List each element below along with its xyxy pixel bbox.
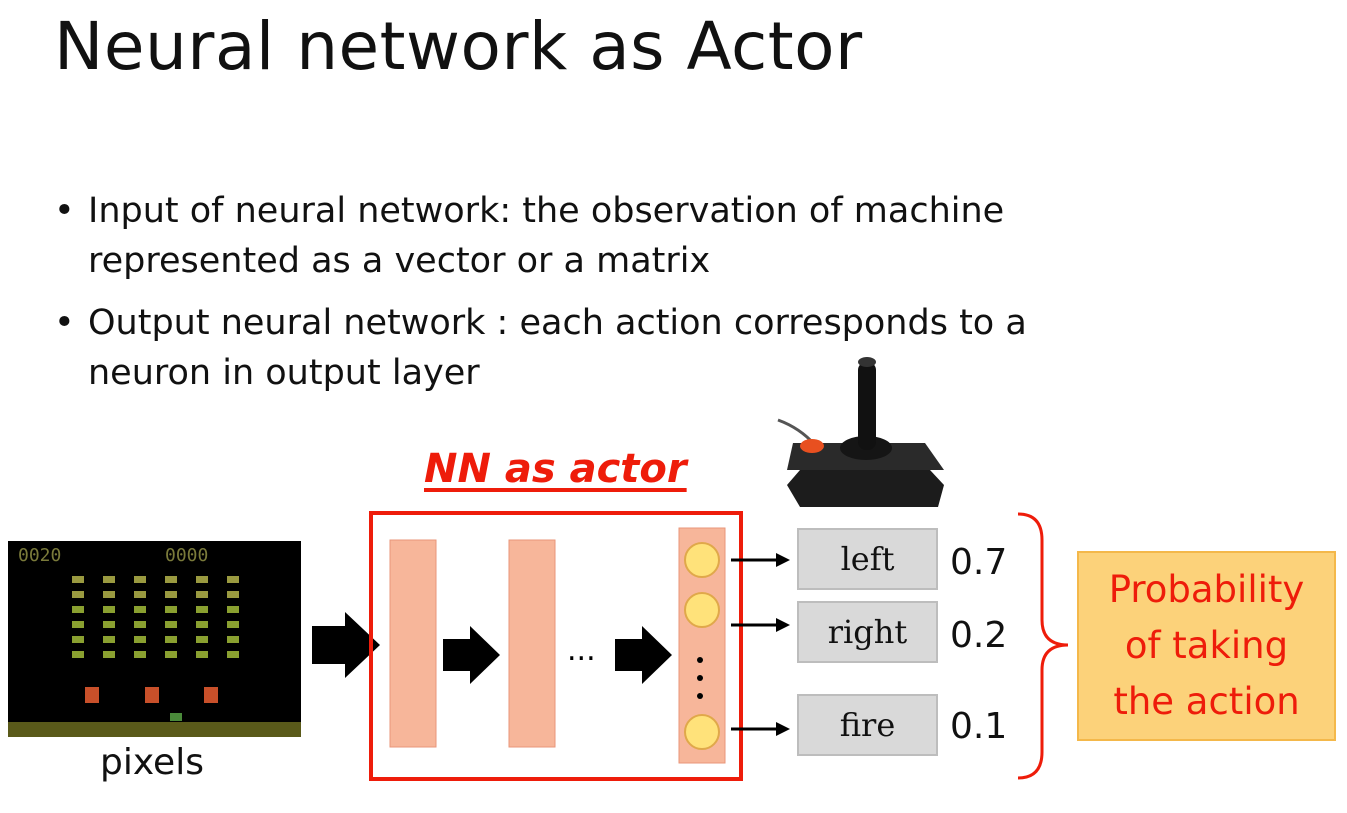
output-neuron-left xyxy=(684,542,720,578)
invader-icon xyxy=(227,651,239,658)
pixels-label: pixels xyxy=(100,742,204,783)
player-cannon-icon xyxy=(170,713,182,721)
invader-icon xyxy=(134,576,146,583)
output-neuron-right xyxy=(684,592,720,628)
red-brace xyxy=(1017,512,1069,780)
invader-icon xyxy=(72,621,84,628)
game-score-right: 0000 xyxy=(165,545,208,566)
probability-right: 0.2 xyxy=(950,615,1008,656)
invader-icon xyxy=(196,591,208,598)
invader-icon xyxy=(134,621,146,628)
layer-arrow-icon xyxy=(615,626,672,684)
layers-ellipsis: ... xyxy=(567,633,596,668)
slide-title: Neural network as Actor xyxy=(54,8,863,85)
probability-note-line1: Probability xyxy=(1108,568,1305,611)
probability-left: 0.7 xyxy=(950,542,1008,583)
output-neuron-fire xyxy=(684,714,720,750)
invader-icon xyxy=(72,606,84,613)
invader-icon xyxy=(103,576,115,583)
invader-icon xyxy=(134,591,146,598)
bullet-input-line2: represented as a vector or a matrix xyxy=(88,241,711,281)
vertical-dot xyxy=(697,657,703,663)
bullet-input-line1: Input of neural network: the observation… xyxy=(88,191,1005,231)
invader-icon xyxy=(72,591,84,598)
bunker-icon xyxy=(145,687,159,703)
invader-icon xyxy=(196,636,208,643)
bullet-dot-icon: • xyxy=(54,191,75,231)
invader-icon xyxy=(103,606,115,613)
vertical-dot xyxy=(697,675,703,681)
invader-icon xyxy=(196,651,208,658)
invader-icon xyxy=(227,606,239,613)
invader-icon xyxy=(196,606,208,613)
invader-icon xyxy=(227,636,239,643)
invader-icon xyxy=(134,651,146,658)
invader-icon xyxy=(196,576,208,583)
probability-note-line2: of taking xyxy=(1124,624,1289,667)
bullet-dot-icon: • xyxy=(54,303,75,343)
layer-arrow-icon xyxy=(443,626,500,684)
invader-icon xyxy=(72,576,84,583)
invader-icon xyxy=(227,576,239,583)
invader-icon xyxy=(227,621,239,628)
probability-note-line3: the action xyxy=(1113,680,1300,723)
action-right-box: right xyxy=(797,601,938,663)
invader-icon xyxy=(165,606,177,613)
game-score-left: 0020 xyxy=(18,545,61,566)
invader-icon xyxy=(103,651,115,658)
bunker-icon xyxy=(204,687,218,703)
nn-actor-frame xyxy=(369,511,743,781)
bullet-list: • Input of neural network: the observati… xyxy=(50,186,1290,410)
bullet-output-line1: Output neural network : each action corr… xyxy=(88,303,1027,343)
invader-icon xyxy=(134,636,146,643)
ground-strip xyxy=(8,722,301,737)
bullet-input: • Input of neural network: the observati… xyxy=(50,186,1290,286)
joystick-icon xyxy=(777,357,944,507)
invader-icon xyxy=(134,606,146,613)
invader-icon xyxy=(165,636,177,643)
probability-note: Probability of taking the action xyxy=(1077,551,1336,741)
probability-fire: 0.1 xyxy=(950,706,1008,747)
hidden-layer-1 xyxy=(389,539,437,748)
action-fire-box: fire xyxy=(797,694,938,756)
space-invaders-screen: 0020 0000 xyxy=(8,541,301,737)
invader-icon xyxy=(103,636,115,643)
invader-icon xyxy=(196,621,208,628)
bunker-icon xyxy=(85,687,99,703)
invader-icon xyxy=(103,591,115,598)
invader-icon xyxy=(165,591,177,598)
invader-icon xyxy=(165,621,177,628)
invader-icon xyxy=(103,621,115,628)
invader-icon xyxy=(165,576,177,583)
invader-icon xyxy=(72,651,84,658)
bullet-output-line2: neuron in output layer xyxy=(88,353,480,393)
hidden-layer-2 xyxy=(508,539,556,748)
invader-icon xyxy=(227,591,239,598)
invader-grid xyxy=(72,576,239,658)
neuron-action-arrows xyxy=(731,553,790,736)
action-left-box: left xyxy=(797,528,938,590)
invader-icon xyxy=(72,636,84,643)
bullet-output: • Output neural network : each action co… xyxy=(50,298,1290,398)
vertical-dot xyxy=(697,693,703,699)
nn-actor-label: NN as actor xyxy=(424,446,687,492)
invader-icon xyxy=(165,651,177,658)
input-arrow-icon xyxy=(312,612,380,678)
